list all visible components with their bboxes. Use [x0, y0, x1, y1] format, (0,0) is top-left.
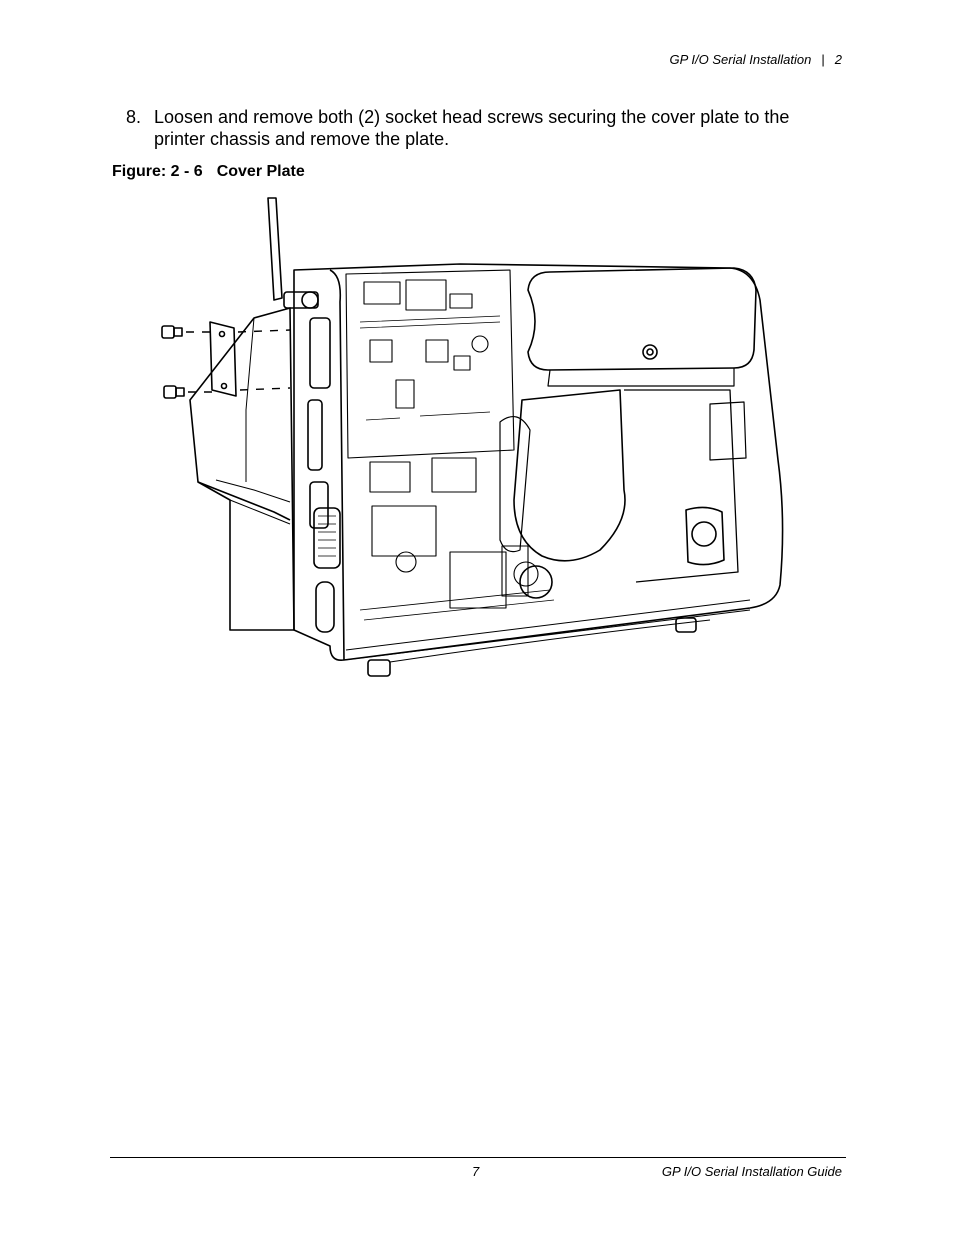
media-cover-housing: [527, 267, 757, 387]
front-panel-bracket: [189, 307, 341, 633]
main-circuit-board: [345, 269, 555, 621]
socket-head-screw-bottom: [163, 385, 185, 399]
assembly-leader-lines: [186, 329, 291, 393]
cover-plate: [209, 321, 237, 397]
figure-title: Cover Plate: [216, 163, 305, 180]
footer-guide-title: GP I/O Serial Installation Guide: [661, 1164, 842, 1179]
footer-divider: [110, 1157, 846, 1158]
cover-plate-illustration: [150, 190, 790, 690]
header-chapter-number: 2: [834, 52, 842, 67]
running-header: GP I/O Serial Installation | 2: [670, 52, 842, 67]
figure-label: Figure: 2 - 6: [112, 163, 203, 180]
header-section-title: GP I/O Serial Installation: [669, 52, 812, 67]
drive-motor-assembly: [499, 389, 747, 599]
figure-caption: Figure: 2 - 6 Cover Plate: [112, 163, 305, 181]
header-separator: |: [821, 52, 825, 67]
footer-page-number: 7: [472, 1164, 480, 1179]
step-number: 8.: [126, 107, 142, 127]
step-text: Loosen and remove both (2) socket head s…: [154, 107, 790, 149]
antenna: [267, 197, 319, 309]
printer-chassis: [293, 263, 784, 677]
socket-head-screw-top: [161, 325, 183, 339]
